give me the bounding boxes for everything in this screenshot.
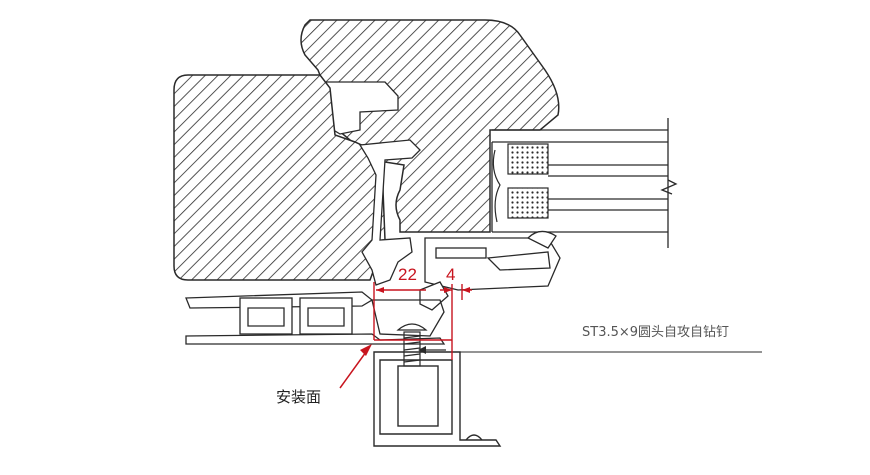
mounting-tube (373, 351, 502, 447)
self-drilling-screw-icon (396, 323, 428, 367)
glass-seal (492, 149, 501, 223)
sill-profile (185, 291, 446, 345)
dimension-4: 4 (446, 265, 455, 284)
screw-note: ST3.5×9圆头自攻自钻钉 (582, 325, 729, 340)
sash-wood-section (300, 19, 560, 233)
mount-surface-label: 安装面 (276, 388, 321, 406)
dimension-arrows (376, 287, 470, 293)
glass-spacer-bottom (507, 187, 549, 219)
screw-pointer-head (418, 346, 426, 354)
mount-surface-arrow-head (360, 344, 372, 356)
insulated-glass-unit (491, 118, 678, 248)
mount-surface-arrow-line (339, 351, 367, 389)
aluminium-profile (358, 139, 561, 311)
glass-spacer-top (507, 143, 549, 175)
dimension-22: 22 (398, 265, 417, 284)
